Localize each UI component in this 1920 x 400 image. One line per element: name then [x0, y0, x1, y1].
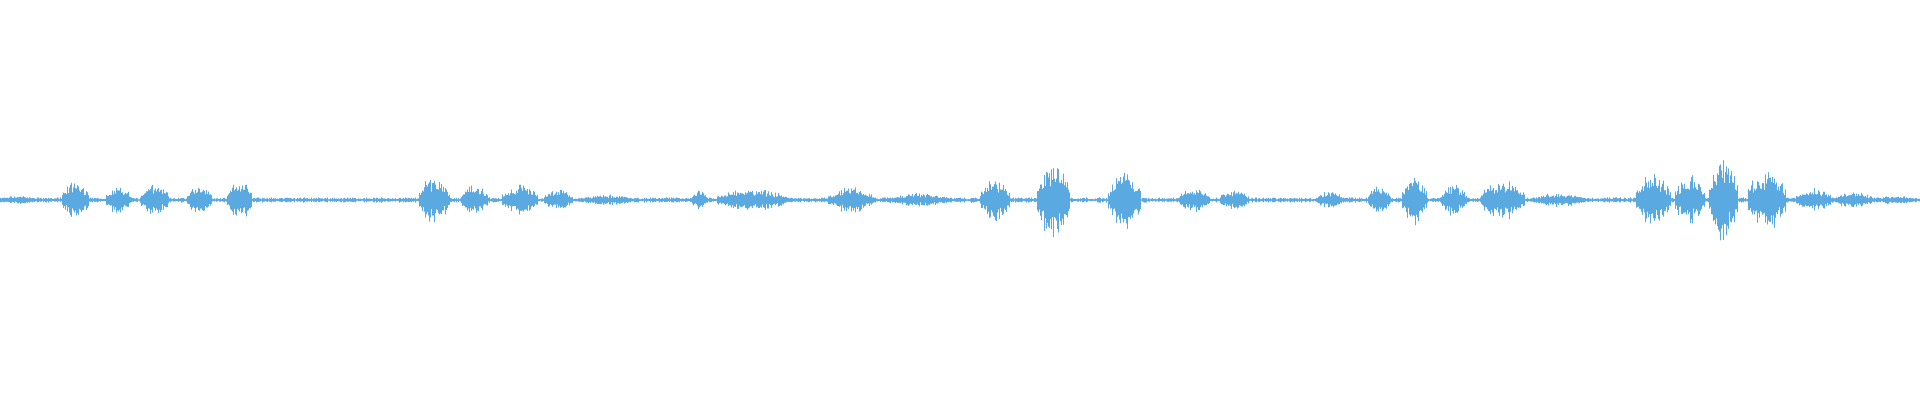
waveform-bars — [0, 160, 1920, 241]
